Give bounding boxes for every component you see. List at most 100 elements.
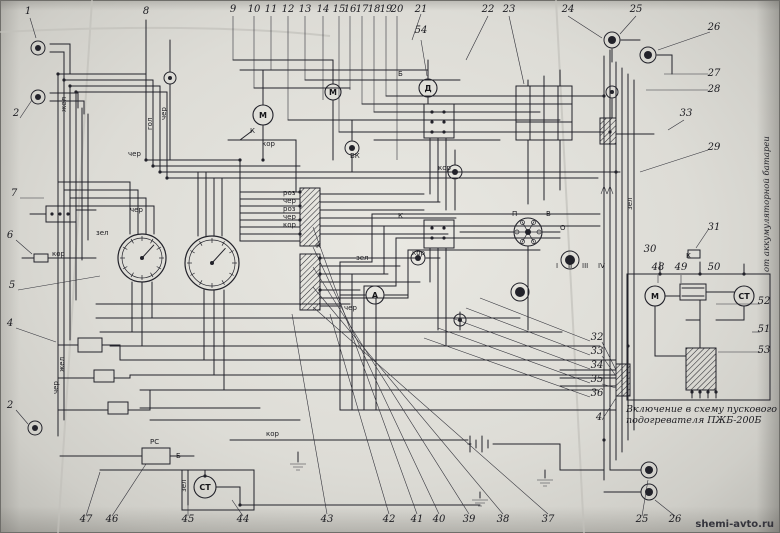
callout-number: 34 — [591, 360, 604, 371]
callout-number: 48 — [651, 262, 665, 273]
callout-number: 21 — [414, 4, 428, 15]
wire-color-label: К — [250, 127, 255, 135]
callout-number: 26 — [668, 514, 682, 525]
callout-number: 44 — [236, 514, 250, 525]
battery-note: от аккумуляторной батареи — [762, 136, 772, 272]
junction-blocks — [33, 85, 771, 511]
wire-color-label: чер — [128, 150, 141, 158]
lamp-icon — [410, 250, 426, 266]
callout-number: 37 — [542, 514, 555, 525]
callout-number: 14 — [317, 4, 330, 15]
device-label: А — [372, 291, 379, 300]
wire-color-label: РС — [150, 438, 159, 446]
wire-color-label: чер — [160, 107, 168, 120]
lamp-icon — [603, 31, 621, 49]
callout-number: 11 — [265, 4, 278, 15]
wire-color-label: жел — [60, 97, 68, 112]
device-label: М — [651, 292, 659, 301]
device-label: Д — [424, 84, 431, 93]
device-Д: Д — [418, 78, 438, 98]
lamp-icon — [30, 40, 46, 56]
wire-color-label: П — [512, 210, 517, 218]
callout-number: 33 — [680, 108, 693, 119]
device-М: М — [644, 285, 666, 307]
gauge-icon — [117, 233, 167, 283]
callout-number: 41 — [410, 514, 424, 525]
callout-number: 10 — [248, 4, 261, 15]
lamp-icon — [30, 89, 46, 105]
heater-note-line1: Включение в схему пускового — [626, 404, 777, 415]
wire-color-label: I — [556, 262, 558, 270]
callout-number: 15 — [333, 4, 346, 15]
device-label: М — [259, 111, 267, 120]
device-М: М — [252, 104, 274, 126]
device-М: М — [324, 83, 342, 101]
heater-note-line2: подогревателя ПЖБ-200Б — [626, 415, 762, 426]
device-А: А — [365, 285, 385, 305]
device-label: СТ — [199, 483, 211, 492]
callout-number: 25 — [635, 514, 649, 525]
callout-number: 53 — [758, 345, 771, 356]
wire-color-label: кор — [262, 140, 276, 148]
wire-color-label: II — [568, 262, 572, 270]
callout-number: 47 — [79, 514, 93, 525]
callout-number: 42 — [382, 514, 396, 525]
lamp-icon — [27, 420, 43, 436]
callout-number: 2 — [12, 108, 19, 119]
device-label: М — [329, 88, 337, 97]
callout-number: 52 — [758, 296, 771, 307]
callout-number: 19 — [380, 4, 393, 15]
wire-color-label: зел — [626, 197, 634, 210]
callout-number: 31 — [708, 222, 721, 233]
callout-number: 46 — [105, 514, 119, 525]
callout-number: 28 — [707, 84, 721, 95]
lamps — [27, 31, 658, 501]
wire-color-label: К — [686, 252, 691, 260]
callout-number: 36 — [591, 388, 604, 399]
callout-number: 2 — [6, 400, 13, 411]
junction-dots — [50, 72, 746, 507]
lamp-icon — [560, 250, 580, 270]
callout-number: 54 — [415, 25, 428, 36]
wire-color-label: зел — [356, 254, 369, 262]
callout-number: 16 — [344, 4, 357, 15]
callout-number: 25 — [629, 4, 643, 15]
wire-color-label: жел — [58, 357, 66, 372]
callout-number: 35 — [591, 374, 604, 385]
wire-color-label: чер — [283, 213, 296, 221]
callout-number: 12 — [282, 4, 295, 15]
callout-number: 9 — [230, 4, 237, 15]
callout-number: 4 — [6, 318, 13, 329]
wire-color-label: Б — [398, 70, 403, 78]
callout-number: 27 — [707, 68, 721, 79]
callout-number: 45 — [181, 514, 195, 525]
distributor-icon — [513, 217, 543, 247]
gauges — [117, 217, 543, 291]
callout-number: 18 — [368, 4, 381, 15]
callout-number: 1 — [25, 6, 31, 17]
wire-color-label: кор — [52, 250, 66, 258]
paper-creases — [0, 0, 585, 533]
callout-number: 26 — [707, 22, 721, 33]
callout-number: 20 — [390, 4, 404, 15]
lamp-icon — [163, 71, 177, 85]
callout-number: 4 — [595, 412, 602, 423]
wire-color-label: В — [546, 210, 551, 218]
callout-number: 22 — [481, 4, 495, 15]
wire-color-label: роз — [283, 189, 296, 197]
callout-number: 6 — [7, 230, 14, 241]
wire-color-label: чер — [130, 206, 143, 214]
callout-number: 24 — [561, 4, 575, 15]
callout-number: 50 — [708, 262, 721, 273]
device-СТ: СТ — [193, 475, 217, 499]
lamp-icon — [344, 140, 360, 156]
lamp-icon — [640, 483, 658, 501]
lamp-icon — [605, 85, 619, 99]
wire-color-label: Б — [176, 452, 181, 460]
callout-number: 23 — [502, 4, 516, 15]
lamp-icon — [639, 46, 657, 64]
